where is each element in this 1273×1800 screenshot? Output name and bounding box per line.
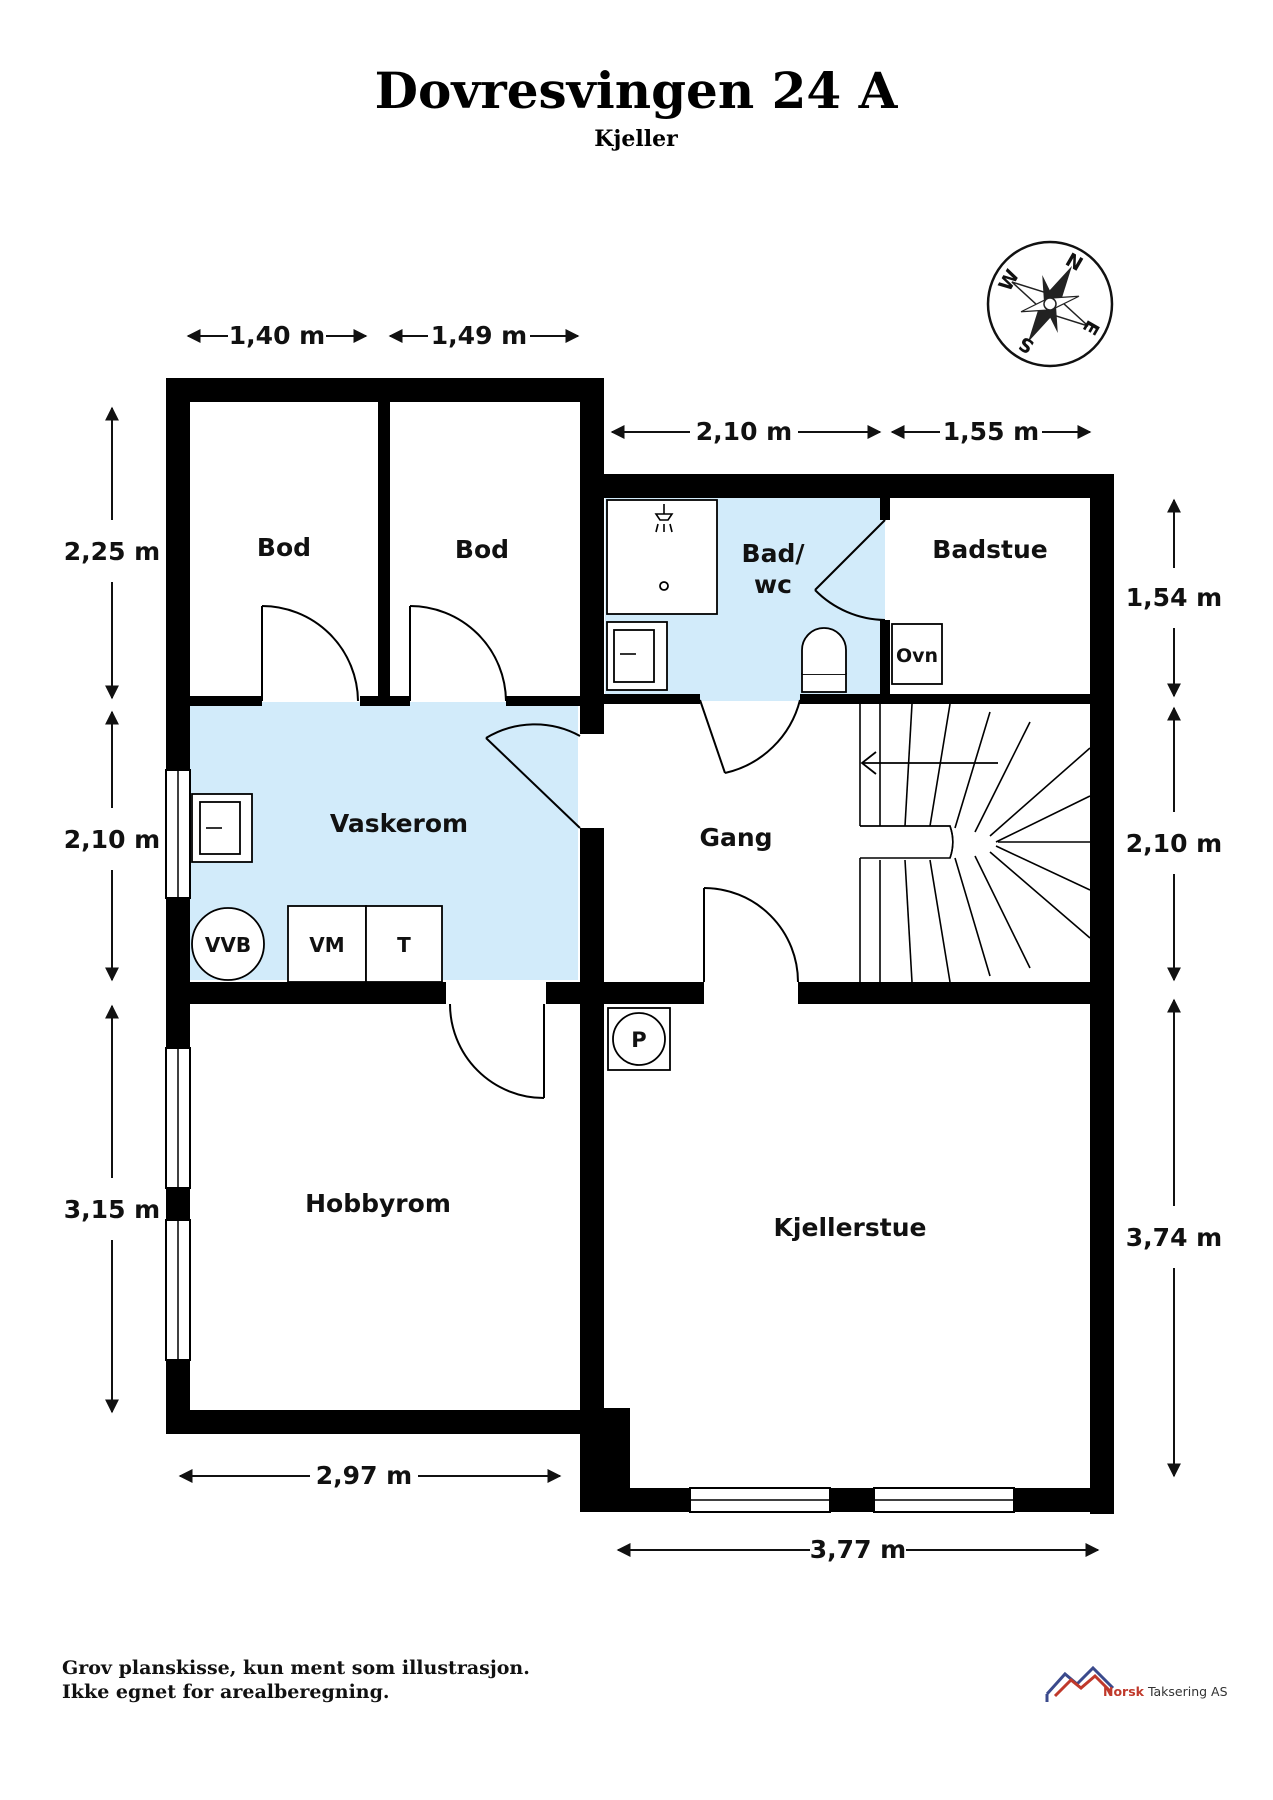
disclaimer-line-1: Grov planskisse, kun ment som illustrasj… [62, 1657, 530, 1679]
doors [261, 519, 886, 1099]
fixture-vm: VM [309, 933, 344, 957]
fixture-p: P [631, 1028, 646, 1052]
compass-icon: N E S W [986, 240, 1114, 368]
shower-head-icon [654, 504, 674, 533]
bad-sink [606, 621, 668, 691]
shower [606, 499, 718, 615]
room-bad-line1: Bad/ [742, 539, 806, 568]
dim-right-3: 3,74 m [1126, 1223, 1222, 1252]
dim-left-3: 3,15 m [64, 1195, 160, 1224]
disclaimer: Grov planskisse, kun ment som illustrasj… [62, 1656, 530, 1704]
dimension-labels: 1,40 m 1,49 m 2,10 m 1,55 m 2,25 m 2,10 … [64, 321, 1222, 1564]
toilet-bowl [801, 627, 847, 674]
pump [612, 1012, 666, 1066]
dim-right-1: 1,54 m [1126, 583, 1222, 612]
room-bod-left: Bod [257, 533, 311, 562]
dimension-lines [105, 329, 1181, 1557]
dryer [365, 905, 443, 983]
house-logo-icon [1045, 1665, 1115, 1702]
company-logo: Norsk Taksering AS [1045, 1660, 1235, 1704]
room-hobbyrom: Hobbyrom [305, 1189, 451, 1218]
fixtures [191, 499, 943, 1071]
page-title: Dovresvingen 24 A [375, 61, 899, 120]
room-vaskerom: Vaskerom [330, 809, 468, 838]
dim-top-1: 1,40 m [229, 321, 325, 350]
room-bad-line2: wc [754, 570, 792, 599]
dim-left-1: 2,25 m [64, 537, 160, 566]
staircase [859, 703, 1091, 983]
logo-text: Norsk Taksering AS [1103, 1684, 1228, 1699]
dim-top-3: 2,10 m [696, 417, 792, 446]
fixture-t: T [397, 933, 411, 957]
room-kjellerstue: Kjellerstue [774, 1213, 927, 1242]
dim-top-4: 1,55 m [943, 417, 1039, 446]
dim-top-2: 1,49 m [431, 321, 527, 350]
windows [165, 769, 1015, 1513]
fixture-ovn: Ovn [896, 645, 938, 667]
sauna-stove [891, 623, 943, 685]
washing-machine [287, 905, 367, 983]
floor-subtitle: Kjeller [594, 126, 678, 152]
dim-right-2: 2,10 m [1126, 829, 1222, 858]
room-gang: Gang [699, 823, 772, 852]
room-badstue: Badstue [932, 535, 1047, 564]
logo-brand: Norsk [1103, 1684, 1144, 1699]
room-bod-right: Bod [455, 535, 509, 564]
fixture-vvb: VVB [205, 933, 251, 957]
toilet-tank [801, 673, 847, 693]
disclaimer-line-2: Ikke egnet for arealberegning. [62, 1681, 390, 1703]
walls [166, 378, 1114, 1514]
logo-rest: Taksering AS [1143, 1684, 1228, 1699]
dim-bottom-1: 2,97 m [316, 1461, 412, 1490]
dim-bottom-2: 3,77 m [810, 1535, 906, 1564]
dim-left-2: 2,10 m [64, 825, 160, 854]
water-heater [191, 907, 265, 981]
